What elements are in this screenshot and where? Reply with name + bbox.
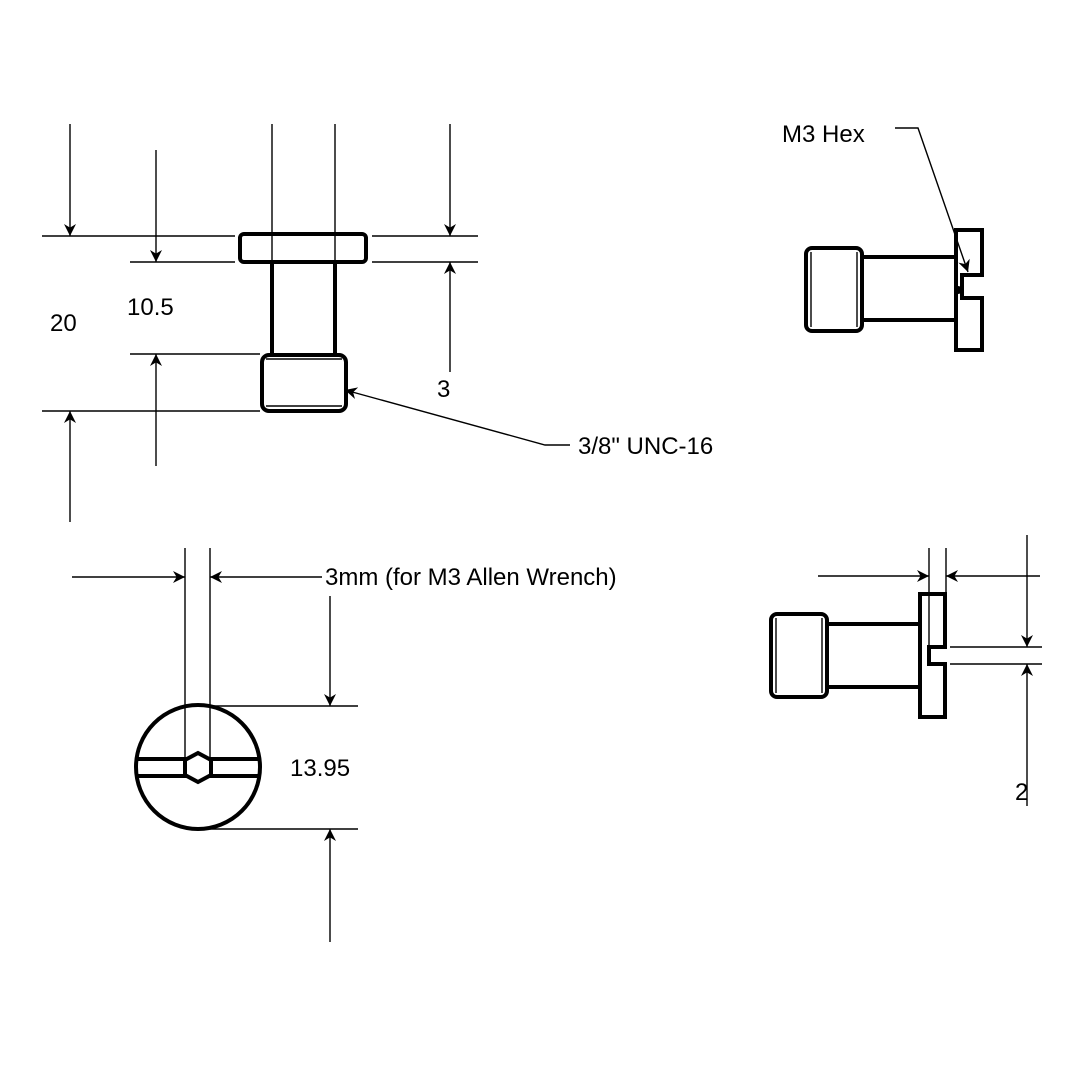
hex-leader-line [895, 127, 970, 273]
hex-socket-mark [954, 286, 962, 294]
hex-callout: M3 Hex [782, 121, 865, 148]
dim-label-head-diameter: 13.95 [290, 755, 350, 782]
dim-label-slot-depth: 2 [1015, 779, 1028, 806]
hex-socket [183, 750, 213, 785]
thread-callout: 3/8" UNC-16 [578, 433, 713, 460]
dim-label-head-thickness: 3 [437, 376, 450, 403]
thread-section [260, 353, 348, 413]
thread-leader-line [344, 387, 570, 446]
slotted-head [954, 228, 984, 352]
side-view-top: M3 Hex [782, 121, 984, 352]
dim-label-overall-length: 20 [50, 310, 77, 337]
knurled-section [804, 246, 864, 333]
end-view: 3mm (for M3 Allen Wrench) 13.95 [72, 548, 617, 942]
slotted-head [918, 592, 947, 719]
knurled-section [769, 612, 829, 699]
front-view: 20 10.5 3 3/8" UNC-16 [42, 124, 713, 522]
head-circle [134, 703, 262, 831]
slot-width-callout: 3mm (for M3 Allen Wrench) [325, 564, 617, 591]
dim-label-shaft-length: 10.5 [127, 294, 174, 321]
screw-head [238, 232, 368, 264]
side-view-bottom: 2 [769, 535, 1042, 806]
